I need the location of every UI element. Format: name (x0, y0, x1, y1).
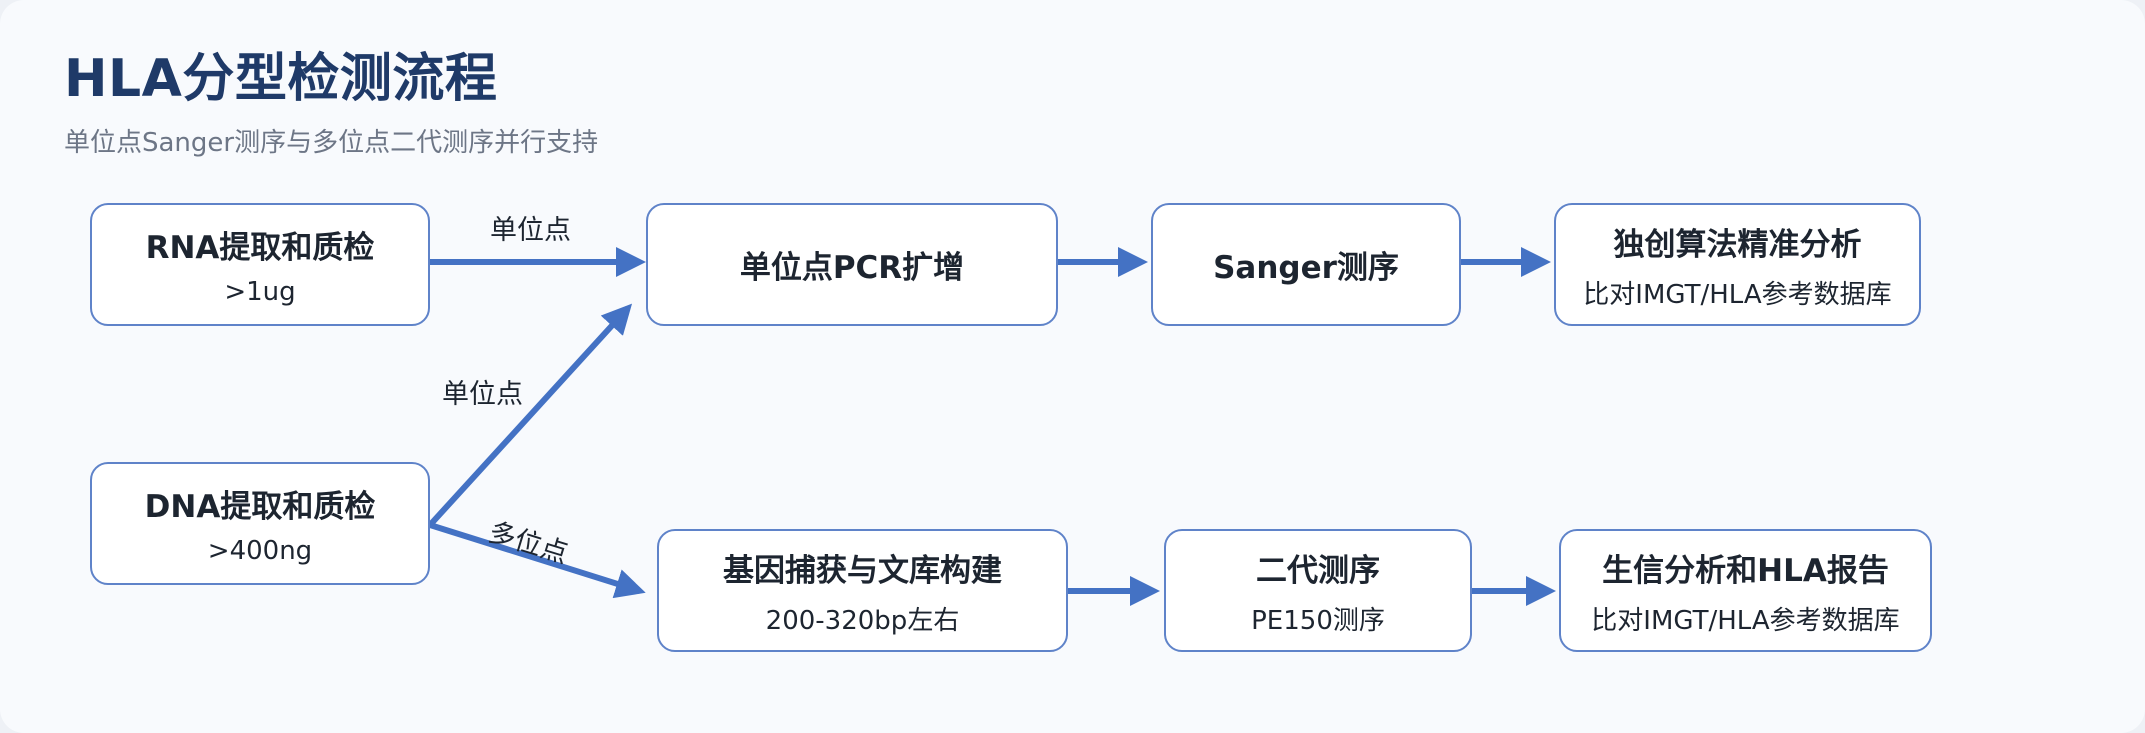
node-rna-extraction: RNA提取和质检 >1ug (90, 203, 430, 326)
node-dna-extraction: DNA提取和质检 >400ng (90, 462, 430, 585)
edge-label-dna-to-pcr: 单位点 (442, 379, 523, 410)
node-sanger-sequencing-title: Sanger测序 (1213, 250, 1399, 286)
node-ngs-sequencing-title: 二代测序 (1256, 552, 1380, 589)
page-subtitle: 单位点Sanger测序与多位点二代测序并行支持 (64, 128, 599, 158)
node-sanger-sequencing: Sanger测序 (1151, 203, 1461, 326)
node-hla-report-detail: 比对IMGT/HLA参考数据库 (1591, 605, 1900, 636)
arrow-dna-to-pcr (427, 303, 633, 528)
node-capture-library-title: 基因捕获与文库构建 (723, 552, 1002, 589)
node-pcr-amplification: 单位点PCR扩增 (646, 203, 1058, 326)
arrow-dna-to-capture (429, 522, 646, 599)
node-single-analysis-title: 独创算法精准分析 (1613, 226, 1862, 263)
edge-label-rna-to-pcr: 单位点 (490, 215, 571, 246)
node-ngs-sequencing-detail: PE150测序 (1251, 605, 1385, 636)
node-dna-extraction-detail: >400ng (207, 536, 313, 566)
node-capture-library: 基因捕获与文库构建 200-320bp左右 (657, 529, 1068, 652)
node-rna-extraction-title: RNA提取和质检 (145, 230, 375, 266)
node-ngs-sequencing: 二代测序 PE150测序 (1164, 529, 1472, 652)
node-rna-extraction-detail: >1ug (224, 277, 296, 307)
node-capture-library-detail: 200-320bp左右 (765, 605, 960, 636)
node-single-analysis-detail: 比对IMGT/HLA参考数据库 (1583, 279, 1892, 310)
node-single-analysis: 独创算法精准分析 比对IMGT/HLA参考数据库 (1554, 203, 1921, 326)
node-dna-extraction-title: DNA提取和质检 (144, 489, 376, 525)
page-title: HLA分型检测流程 (64, 49, 498, 109)
node-hla-report-title: 生信分析和HLA报告 (1602, 552, 1889, 589)
node-hla-report: 生信分析和HLA报告 比对IMGT/HLA参考数据库 (1559, 529, 1932, 652)
node-pcr-amplification-title: 单位点PCR扩增 (739, 250, 965, 286)
